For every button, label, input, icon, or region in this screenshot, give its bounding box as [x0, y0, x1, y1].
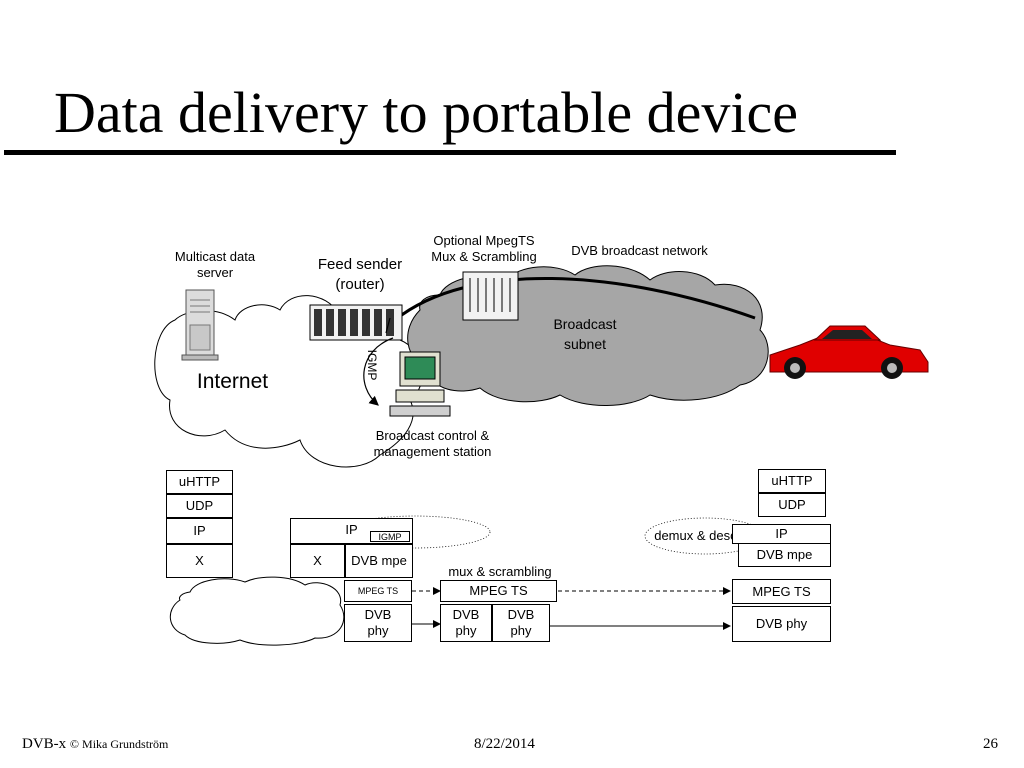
igmp-label: IGMP [365, 349, 379, 381]
broadcast-subnet-label: Broadcast subnet [553, 316, 617, 352]
recv-stack-mpeg-ts: MPEG TS [732, 579, 831, 604]
router-stack-dvb-phy: DVB phy [344, 604, 412, 642]
dvb-network-label: DVB broadcast network [571, 243, 708, 258]
computer-icon [389, 351, 451, 417]
feed-sender-label: Feed sender (router) [317, 256, 403, 293]
server-stack-udp: UDP [166, 494, 233, 518]
slide-title: Data delivery to portable device [54, 80, 799, 145]
multicast-server-label: Multicast data server [174, 249, 256, 280]
server-icon [181, 289, 219, 361]
server-stack-x: X [166, 544, 233, 578]
server-stack-ip: IP [166, 518, 233, 544]
igmp-arrow [363, 337, 394, 406]
footer-left: DVB-x © Mika Grundström [22, 736, 168, 753]
footer-date: 8/22/2014 [474, 736, 535, 752]
title-underline [4, 150, 896, 155]
recv-stack-ip: IP [732, 524, 831, 544]
router-stack-igmp: IGMP [370, 531, 410, 542]
mux-stack-dvb-phy-in: DVB phy [440, 604, 492, 642]
router-stack-mpeg-ts: MPEG TS [344, 580, 412, 602]
bottom-cloud [170, 576, 345, 646]
mux-scrambling-label: mux & scrambling [448, 564, 552, 579]
footer-copyright: © Mika Grundström [69, 737, 169, 751]
router-stack-dvb-mpe: DVB mpe [345, 544, 413, 578]
mux-icon [462, 271, 519, 321]
recv-stack-dvb-phy: DVB phy [732, 606, 831, 642]
footer-series: DVB-x [22, 736, 67, 752]
recv-stack-udp: UDP [758, 493, 826, 517]
server-stack-uhttp: uHTTP [166, 470, 233, 494]
mux-stack-dvb-phy-out: DVB phy [492, 604, 550, 642]
recv-stack-dvb-mpe: DVB mpe [738, 543, 831, 567]
control-station-label: Broadcast control & management station [373, 428, 492, 459]
router-ip-ellipse [339, 515, 491, 549]
demux-label: demux & descra. [654, 528, 752, 543]
mux-stack-mpeg-ts: MPEG TS [440, 580, 557, 602]
footer-page-number: 26 [983, 736, 998, 752]
router-icon [309, 304, 403, 341]
broadcast-path-line [394, 277, 756, 322]
recv-stack-uhttp: uHTTP [758, 469, 826, 493]
optional-mux-label: Optional MpegTS Mux & Scrambling [431, 233, 537, 264]
car-icon [769, 325, 929, 379]
router-stack-x: X [290, 544, 345, 578]
internet-label: Internet [196, 370, 269, 393]
